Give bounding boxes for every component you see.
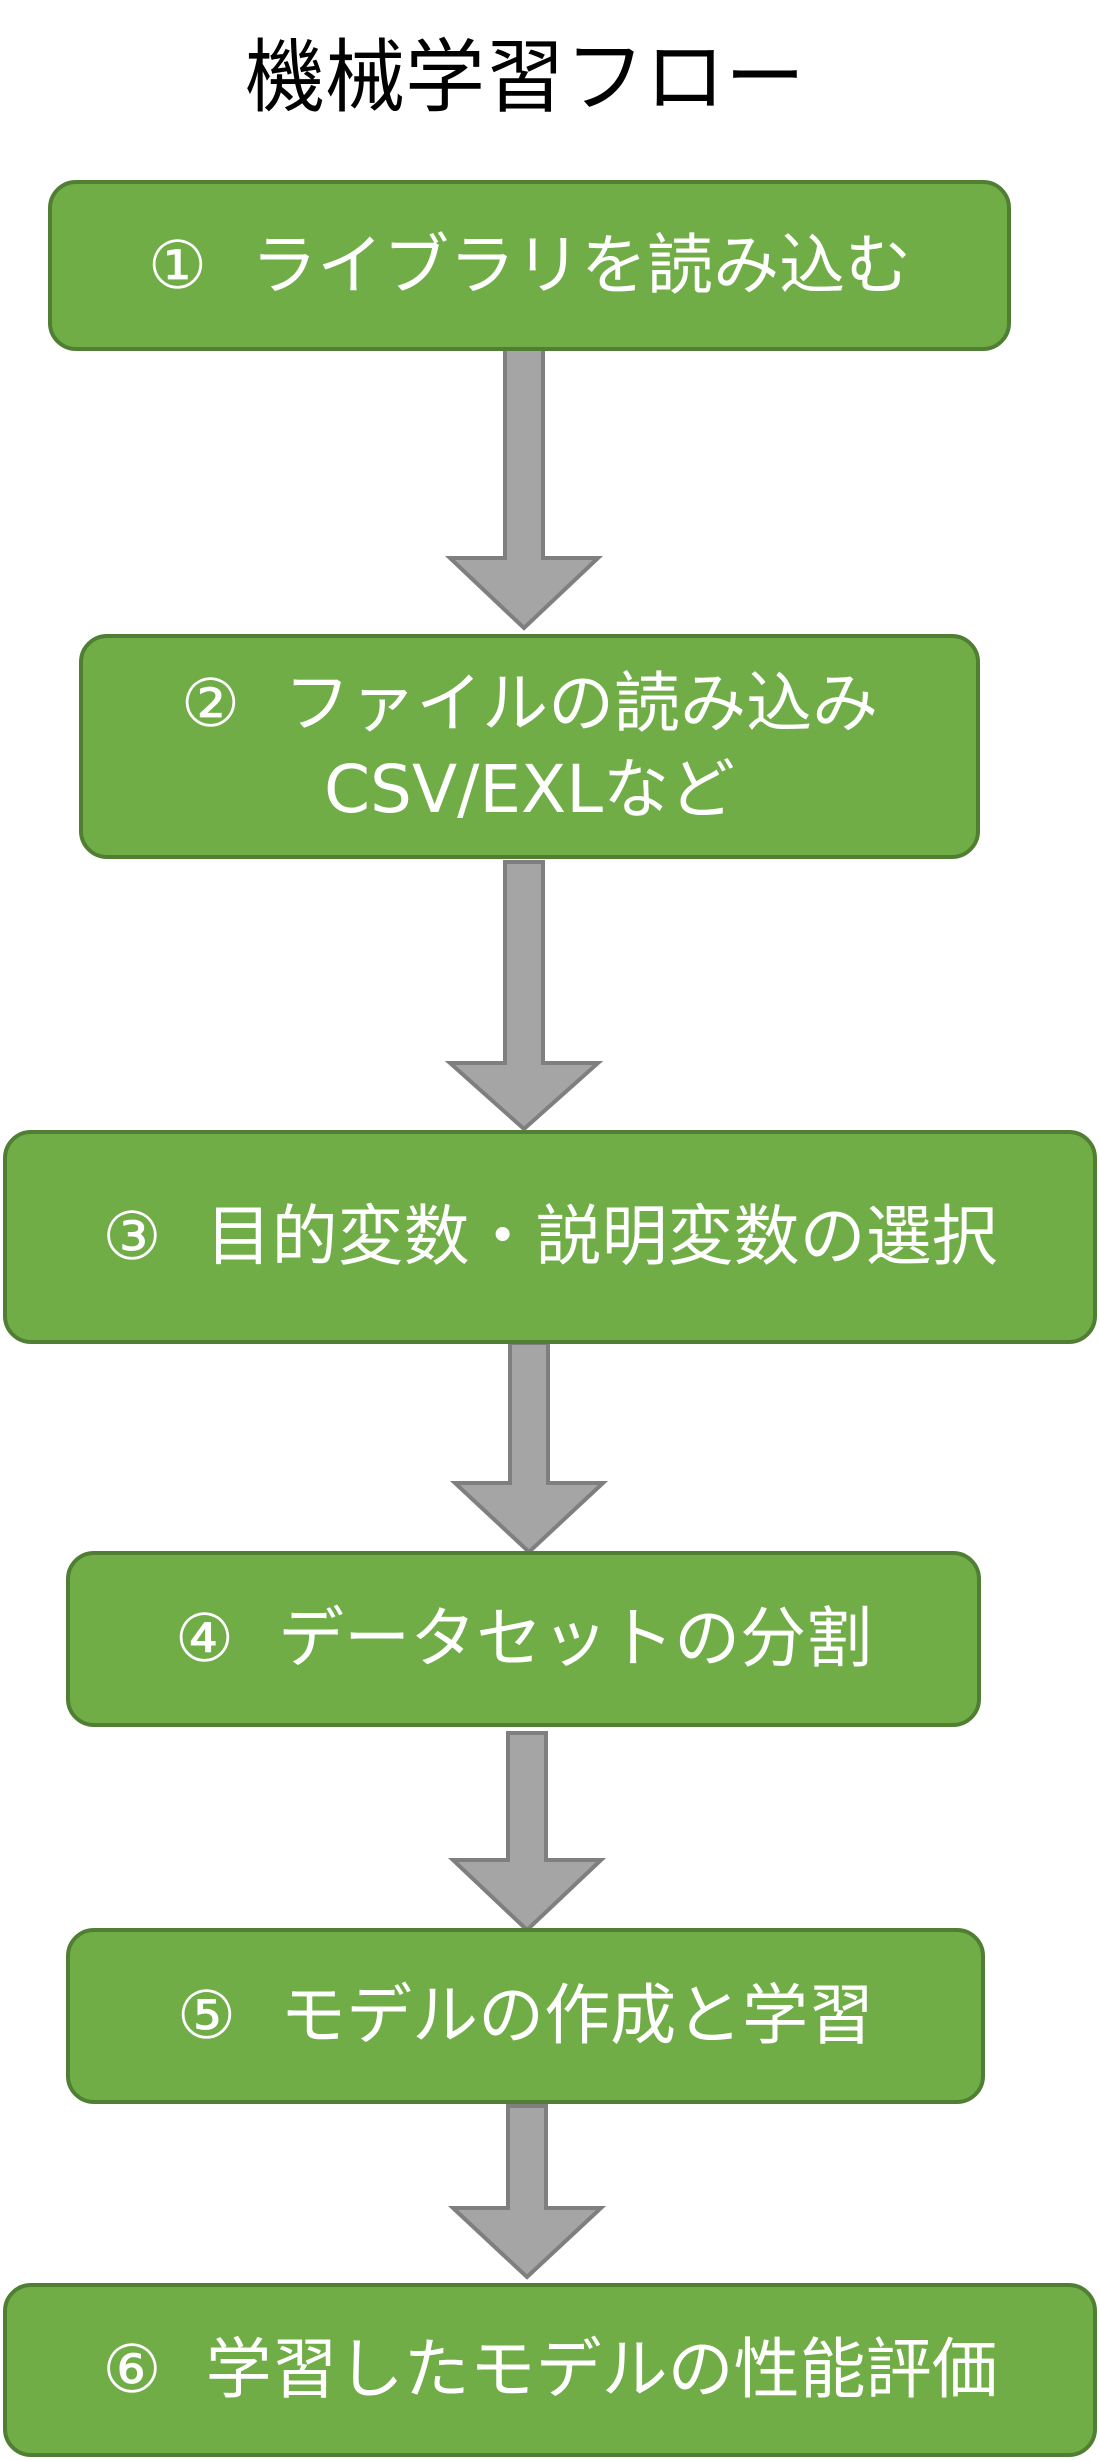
- flow-step-2: ② ファイルの読み込み CSV/EXLなど: [79, 634, 980, 859]
- step-label: データセットの分割: [278, 1600, 873, 1677]
- flow-step-3: ③ 目的変数・説明変数の選択: [3, 1130, 1097, 1344]
- flow-step-6: ⑥ 学習したモデルの性能評価: [3, 2283, 1097, 2457]
- arrow-down-3: [449, 1341, 609, 1555]
- step-number: ④: [174, 1600, 235, 1677]
- arrow-down-4: [447, 1731, 607, 1933]
- step-label: モデルの作成と学習: [280, 1977, 875, 2054]
- step-sublabel: CSV/EXLなど: [323, 750, 736, 828]
- step-label: ライブラリを読み込む: [251, 226, 912, 304]
- step-label: ファイルの読み込み: [284, 664, 879, 742]
- step-number: ⑤: [176, 1977, 237, 2054]
- arrow-down-5: [447, 2104, 607, 2280]
- step-number: ⑥: [102, 2331, 162, 2408]
- arrow-down-1: [444, 347, 604, 631]
- flow-step-5: ⑤ モデルの作成と学習: [66, 1928, 985, 2104]
- step-label: 学習したモデルの性能評価: [205, 2331, 998, 2408]
- step-number: ②: [180, 664, 241, 742]
- flow-step-4: ④ データセットの分割: [66, 1551, 981, 1727]
- diagram-title: 機械学習フロー: [245, 31, 805, 124]
- step-number: ①: [147, 226, 208, 304]
- step-number: ③: [102, 1198, 162, 1275]
- arrow-down-2: [444, 860, 604, 1132]
- flow-step-1: ① ライブラリを読み込む: [48, 180, 1011, 351]
- step-label: 目的変数・説明変数の選択: [205, 1198, 998, 1275]
